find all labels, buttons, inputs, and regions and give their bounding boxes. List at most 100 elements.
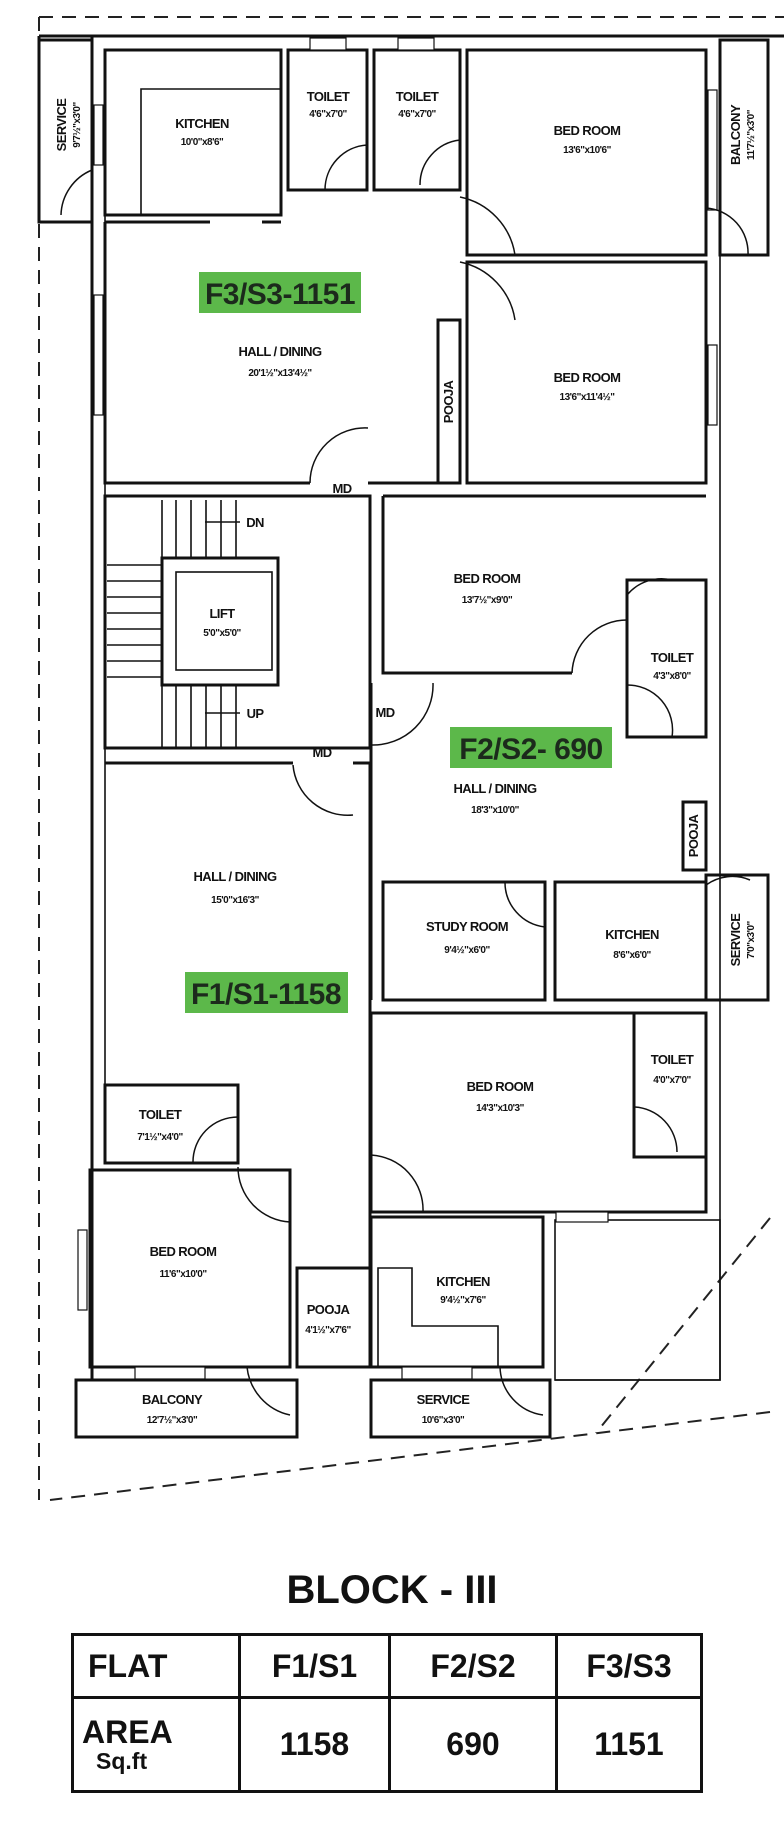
f3-kitchen-area: [103, 48, 283, 217]
room-dims: 15'0"x16'3": [211, 895, 259, 906]
room-label: BED ROOM: [467, 1079, 534, 1094]
room-dims: 4'3"x8'0": [653, 671, 691, 682]
f3-bedroom1-area: [465, 48, 708, 257]
f3-balcony-area: [718, 38, 770, 257]
room-label: BALCONY: [142, 1392, 203, 1407]
room-label: SERVICE: [417, 1392, 471, 1407]
room-dims: 4'1½"x7'6": [305, 1325, 351, 1336]
room-label: POOJA: [686, 814, 701, 858]
window: [93, 104, 104, 166]
f3-toilet2-area: [372, 48, 462, 192]
room-dims: 11'7½"x3'0": [746, 109, 757, 160]
area-f3: 1151: [555, 1696, 703, 1793]
header-flat-f2: F2/S2: [388, 1632, 558, 1700]
window: [401, 1366, 473, 1380]
f1-flat-label: F1/S1-1158: [191, 978, 341, 1011]
room-dims: 10'0"x8'6": [181, 137, 224, 148]
window: [707, 344, 718, 426]
main-door-label: MD: [312, 745, 331, 760]
open-terrace: [554, 1219, 721, 1381]
f2-toilet-area: [625, 578, 708, 739]
room-label: SERVICE: [54, 98, 69, 152]
room-dims: 4'6"x7'0": [309, 109, 347, 120]
f1-balcony-area: [74, 1378, 299, 1439]
site-boundary: [38, 16, 784, 1501]
room-label: BED ROOM: [454, 571, 521, 586]
room-label: POOJA: [307, 1302, 351, 1317]
room-dims: 9'4½"x6'0": [444, 945, 490, 956]
room-dims: 13'6"x11'4½": [560, 392, 616, 403]
f3-bedroom2-area: [465, 260, 708, 485]
f1-toilet2-area: [632, 1011, 708, 1159]
lift-car: [175, 571, 273, 671]
f2-bedroom-walls: [381, 494, 706, 675]
room-label: TOILET: [651, 650, 694, 665]
row-label-area: AREA Sq.ft: [71, 1696, 241, 1793]
lift-shaft: [160, 556, 280, 687]
room-dims: 20'1½"x13'4½": [248, 368, 312, 379]
window: [397, 37, 435, 51]
kitchen-counter: [377, 1267, 499, 1367]
stair-arrows: [205, 521, 240, 714]
f2-flat-label-bg: [450, 727, 612, 768]
room-label: BED ROOM: [554, 123, 621, 138]
room-dims: 14'3"x10'3": [476, 1103, 524, 1114]
kitchen-counter: [140, 88, 281, 215]
block-title: BLOCK - III: [286, 1568, 498, 1612]
header-flat: FLAT: [71, 1632, 241, 1700]
stairs-down-label: DN: [246, 515, 264, 530]
room-dims: 13'6"x10'6": [563, 145, 611, 156]
room-label: TOILET: [651, 1052, 694, 1067]
window: [707, 89, 718, 211]
area-f2: 690: [388, 1696, 558, 1793]
f3-flat-label-bg: [199, 272, 361, 313]
door-swing: [192, 764, 678, 1416]
outer-wall: [37, 34, 784, 1380]
room-dims: 11'6"x10'0": [159, 1269, 207, 1280]
room-dims: 12'7½"x3'0": [147, 1415, 198, 1426]
f2-service-area: [704, 873, 770, 1002]
room-dims: 4'6"x7'0": [398, 109, 436, 120]
room-dims: 7'1½"x4'0": [137, 1132, 183, 1143]
room-label: HALL / DINING: [239, 344, 322, 359]
room-label: TOILET: [307, 89, 350, 104]
room-label: KITCHEN: [175, 116, 229, 131]
room-label: POOJA: [441, 380, 456, 424]
area-table: FLAT F1/S1 F2/S2 F3/S3 AREA Sq.ft 1158 6…: [71, 1632, 703, 1793]
room-dims: 10'6"x3'0": [422, 1415, 465, 1426]
table-row: AREA Sq.ft 1158 690 1151: [71, 1696, 703, 1793]
room-dims: 9'7½"x3'0": [72, 102, 83, 148]
f1-toilet-area: [103, 1083, 240, 1165]
room-dims: 5'0"x5'0": [203, 628, 241, 639]
stairs-up-label: UP: [247, 706, 265, 721]
f1-bedroom2-area: [369, 1011, 708, 1214]
room-label: TOILET: [396, 89, 439, 104]
room-label: BALCONY: [728, 104, 743, 165]
header-flat-f3: F3/S3: [555, 1632, 703, 1700]
room-label: HALL / DINING: [454, 781, 537, 796]
stair-lift-core: [103, 494, 372, 750]
window: [77, 1229, 88, 1311]
area-f1: 1158: [238, 1696, 391, 1793]
f1-service-area: [369, 1378, 552, 1439]
f1-pooja-area: [295, 1266, 372, 1369]
f3-toilet1-area: [286, 48, 369, 192]
f2-flat-label: F2/S2- 690: [459, 733, 602, 766]
f3-service-area: [37, 38, 94, 224]
area-unit: Sq.ft: [96, 1747, 148, 1774]
f2-study-area: [381, 880, 547, 1002]
f2-pooja-area: [681, 800, 708, 872]
room-label: HALL / DINING: [194, 869, 277, 884]
table-row: FLAT F1/S1 F2/S2 F3/S3: [71, 1632, 703, 1700]
window: [555, 1211, 609, 1223]
door-swing: [370, 578, 751, 928]
room-dims: 9'4½"x7'6": [440, 1295, 486, 1306]
room-label: TOILET: [139, 1107, 182, 1122]
f3-hall-walls: [103, 220, 460, 485]
room-label: KITCHEN: [605, 927, 659, 942]
room-dims: 18'3"x10'0": [471, 805, 519, 816]
room-dims: 13'7½"x9'0": [462, 595, 513, 606]
room-label: BED ROOM: [554, 370, 621, 385]
window: [93, 294, 104, 416]
f3-flat-label: F3/S3-1151: [205, 278, 355, 311]
